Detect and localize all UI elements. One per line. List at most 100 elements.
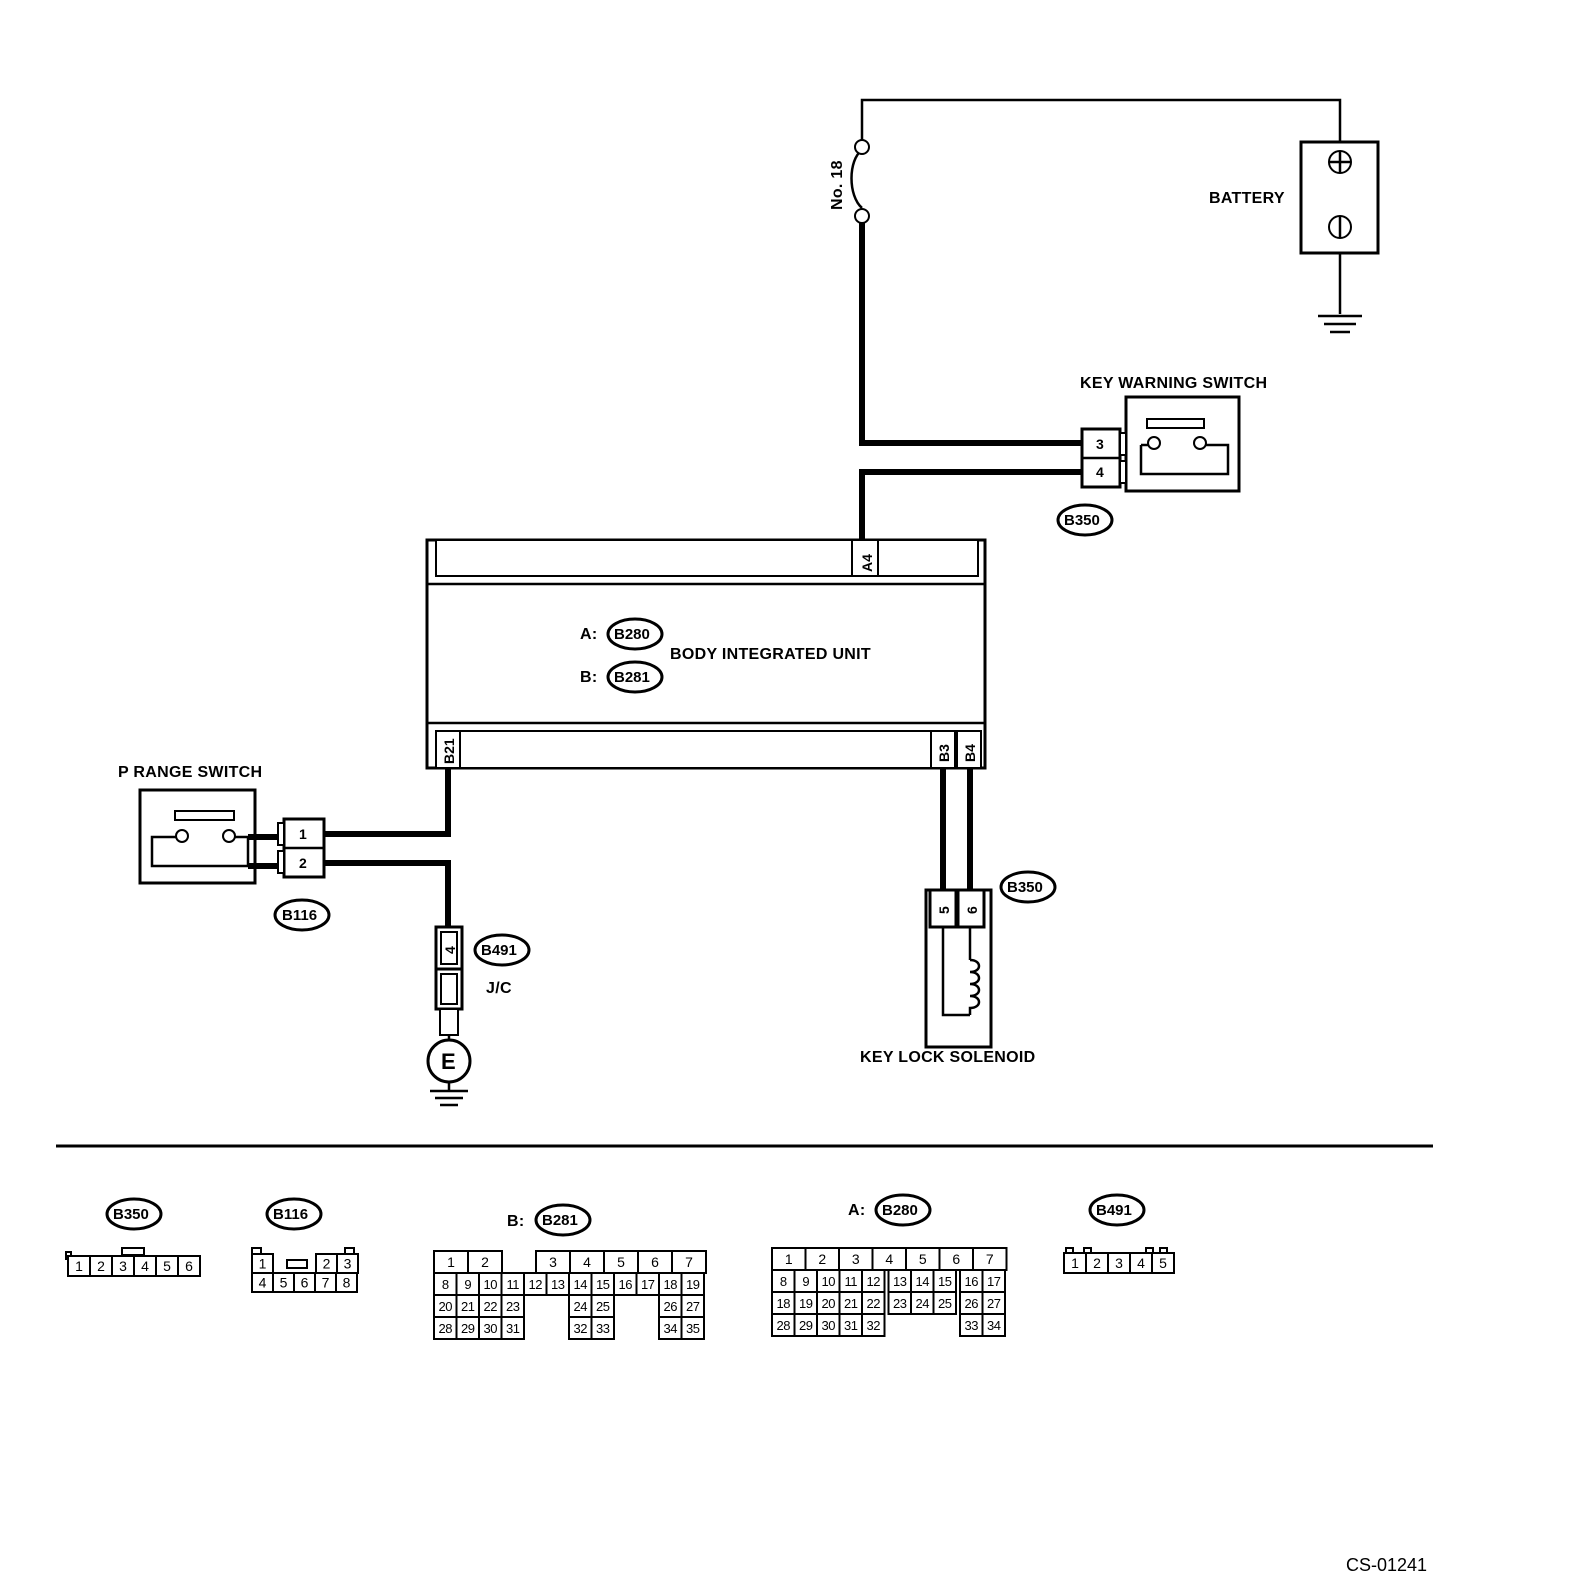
battery-label: BATTERY [1209,190,1285,207]
pin-number: 27 [686,1299,700,1314]
pin-number: 5 [163,1258,171,1274]
prefix-a: A: [580,626,597,643]
pin-number: 4 [583,1254,591,1270]
pin-number: 1 [259,1256,267,1272]
body-integrated-unit: A4 B21 B3 B4 A: B280 B: B281 BODY INTEGR… [425,538,987,770]
pin-number: 19 [799,1296,813,1311]
pin-number: 10 [484,1277,498,1292]
pin-number: 13 [893,1274,907,1289]
pin-number: 12 [867,1274,881,1289]
pin-number: 7 [986,1251,994,1267]
pin-cell [680,1316,705,1340]
biu-pin-b21: B21 [441,738,457,764]
key-warning-switch: KEY WARNING SWITCH 3 4 B350 [1056,375,1267,537]
b350-label-top: B350 [1064,512,1100,529]
pin-number: 8 [343,1275,351,1291]
kws-pin-3: 3 [1096,436,1104,452]
pin-number: 34 [987,1318,1001,1333]
pin-number: 1 [785,1251,793,1267]
pin-number: 20 [822,1296,836,1311]
pin-number: 3 [852,1251,860,1267]
pin-number: 3 [549,1254,557,1270]
b280-face-label: B280 [882,1202,918,1219]
body-integrated-unit-label: BODY INTEGRATED UNIT [670,646,871,663]
pin-number: 5 [617,1254,625,1270]
pin-number: 35 [686,1321,700,1336]
pin-cell [177,1255,201,1277]
pin-number: 21 [844,1296,858,1311]
pin-number: 14 [916,1274,930,1289]
pin-number: 10 [822,1274,836,1289]
key-warning-switch-label: KEY WARNING SWITCH [1080,375,1267,392]
b350-label-solenoid: B350 [1007,879,1043,896]
pin-number: 22 [867,1296,881,1311]
pin-number: 31 [506,1321,520,1336]
pin-cell [590,1316,615,1340]
ground-icon [430,1089,468,1107]
pin-number: 5 [1159,1255,1167,1271]
pin-number: 8 [780,1274,787,1289]
biu-pin-a4: A4 [859,554,875,572]
kls-pin-6: 6 [964,906,980,914]
pin-number: 28 [777,1318,791,1333]
b350-oval-top [1056,503,1114,537]
pin-number: 25 [596,1299,610,1314]
pin-number: 2 [481,1254,489,1270]
prs-pin-1: 1 [299,826,307,842]
b281-label: B281 [614,669,650,686]
pin-number: 20 [439,1299,453,1314]
pin-number: 15 [596,1277,610,1292]
pin-cell [1151,1252,1175,1274]
pin-cell [861,1313,886,1337]
pin-number: 7 [322,1275,330,1291]
ground-e-label: E [441,1049,456,1074]
pin-number: 5 [919,1251,927,1267]
b280-oval [606,617,664,651]
key-lock-solenoid: 5 6 B350 KEY LOCK SOLENOID [860,870,1057,1066]
pin-number: 12 [529,1277,543,1292]
pin-number: 13 [551,1277,565,1292]
pin-number: 24 [574,1299,588,1314]
b491-face-label: B491 [1096,1202,1132,1219]
pin-number: 22 [484,1299,498,1314]
jc-label: J/C [486,980,512,997]
pin-number: 30 [822,1318,836,1333]
pin-number: 30 [484,1321,498,1336]
pin-number: 1 [447,1254,455,1270]
p-range-switch: P RANGE SWITCH 1 2 B116 [118,764,331,932]
pin-number: 4 [885,1251,893,1267]
pin-number: 2 [1093,1255,1101,1271]
prs-pin-2: 2 [299,855,307,871]
pin-number: 14 [574,1277,588,1292]
pin-number: 6 [301,1275,309,1291]
b116-oval [273,898,331,932]
pin-number: 33 [596,1321,610,1336]
b491-label: B491 [481,942,517,959]
pin-number: 7 [685,1254,693,1270]
pin-number: 11 [507,1277,520,1292]
pin-number: 1 [75,1258,83,1274]
pin-number: 8 [442,1277,449,1292]
pin-number: 6 [185,1258,193,1274]
joint-connector: 4 E B491 J/C [426,925,531,1107]
pin-number: 24 [916,1296,930,1311]
b281-face-label: B281 [542,1212,578,1229]
kws-pin-4: 4 [1096,464,1104,480]
b281-face-prefix: B: [507,1213,524,1230]
pin-cell [981,1313,1006,1337]
pin-number: 1 [1071,1255,1079,1271]
pin-number: 34 [664,1321,678,1336]
pin-number: 18 [664,1277,678,1292]
pin-number: 2 [97,1258,105,1274]
pin-number: 2 [818,1251,826,1267]
battery: BATTERY [1209,140,1380,334]
pin-number: 3 [1115,1255,1123,1271]
solenoid-coil-icon [968,958,981,1015]
prefix-b: B: [580,669,597,686]
b350-oval-solenoid [999,870,1057,904]
